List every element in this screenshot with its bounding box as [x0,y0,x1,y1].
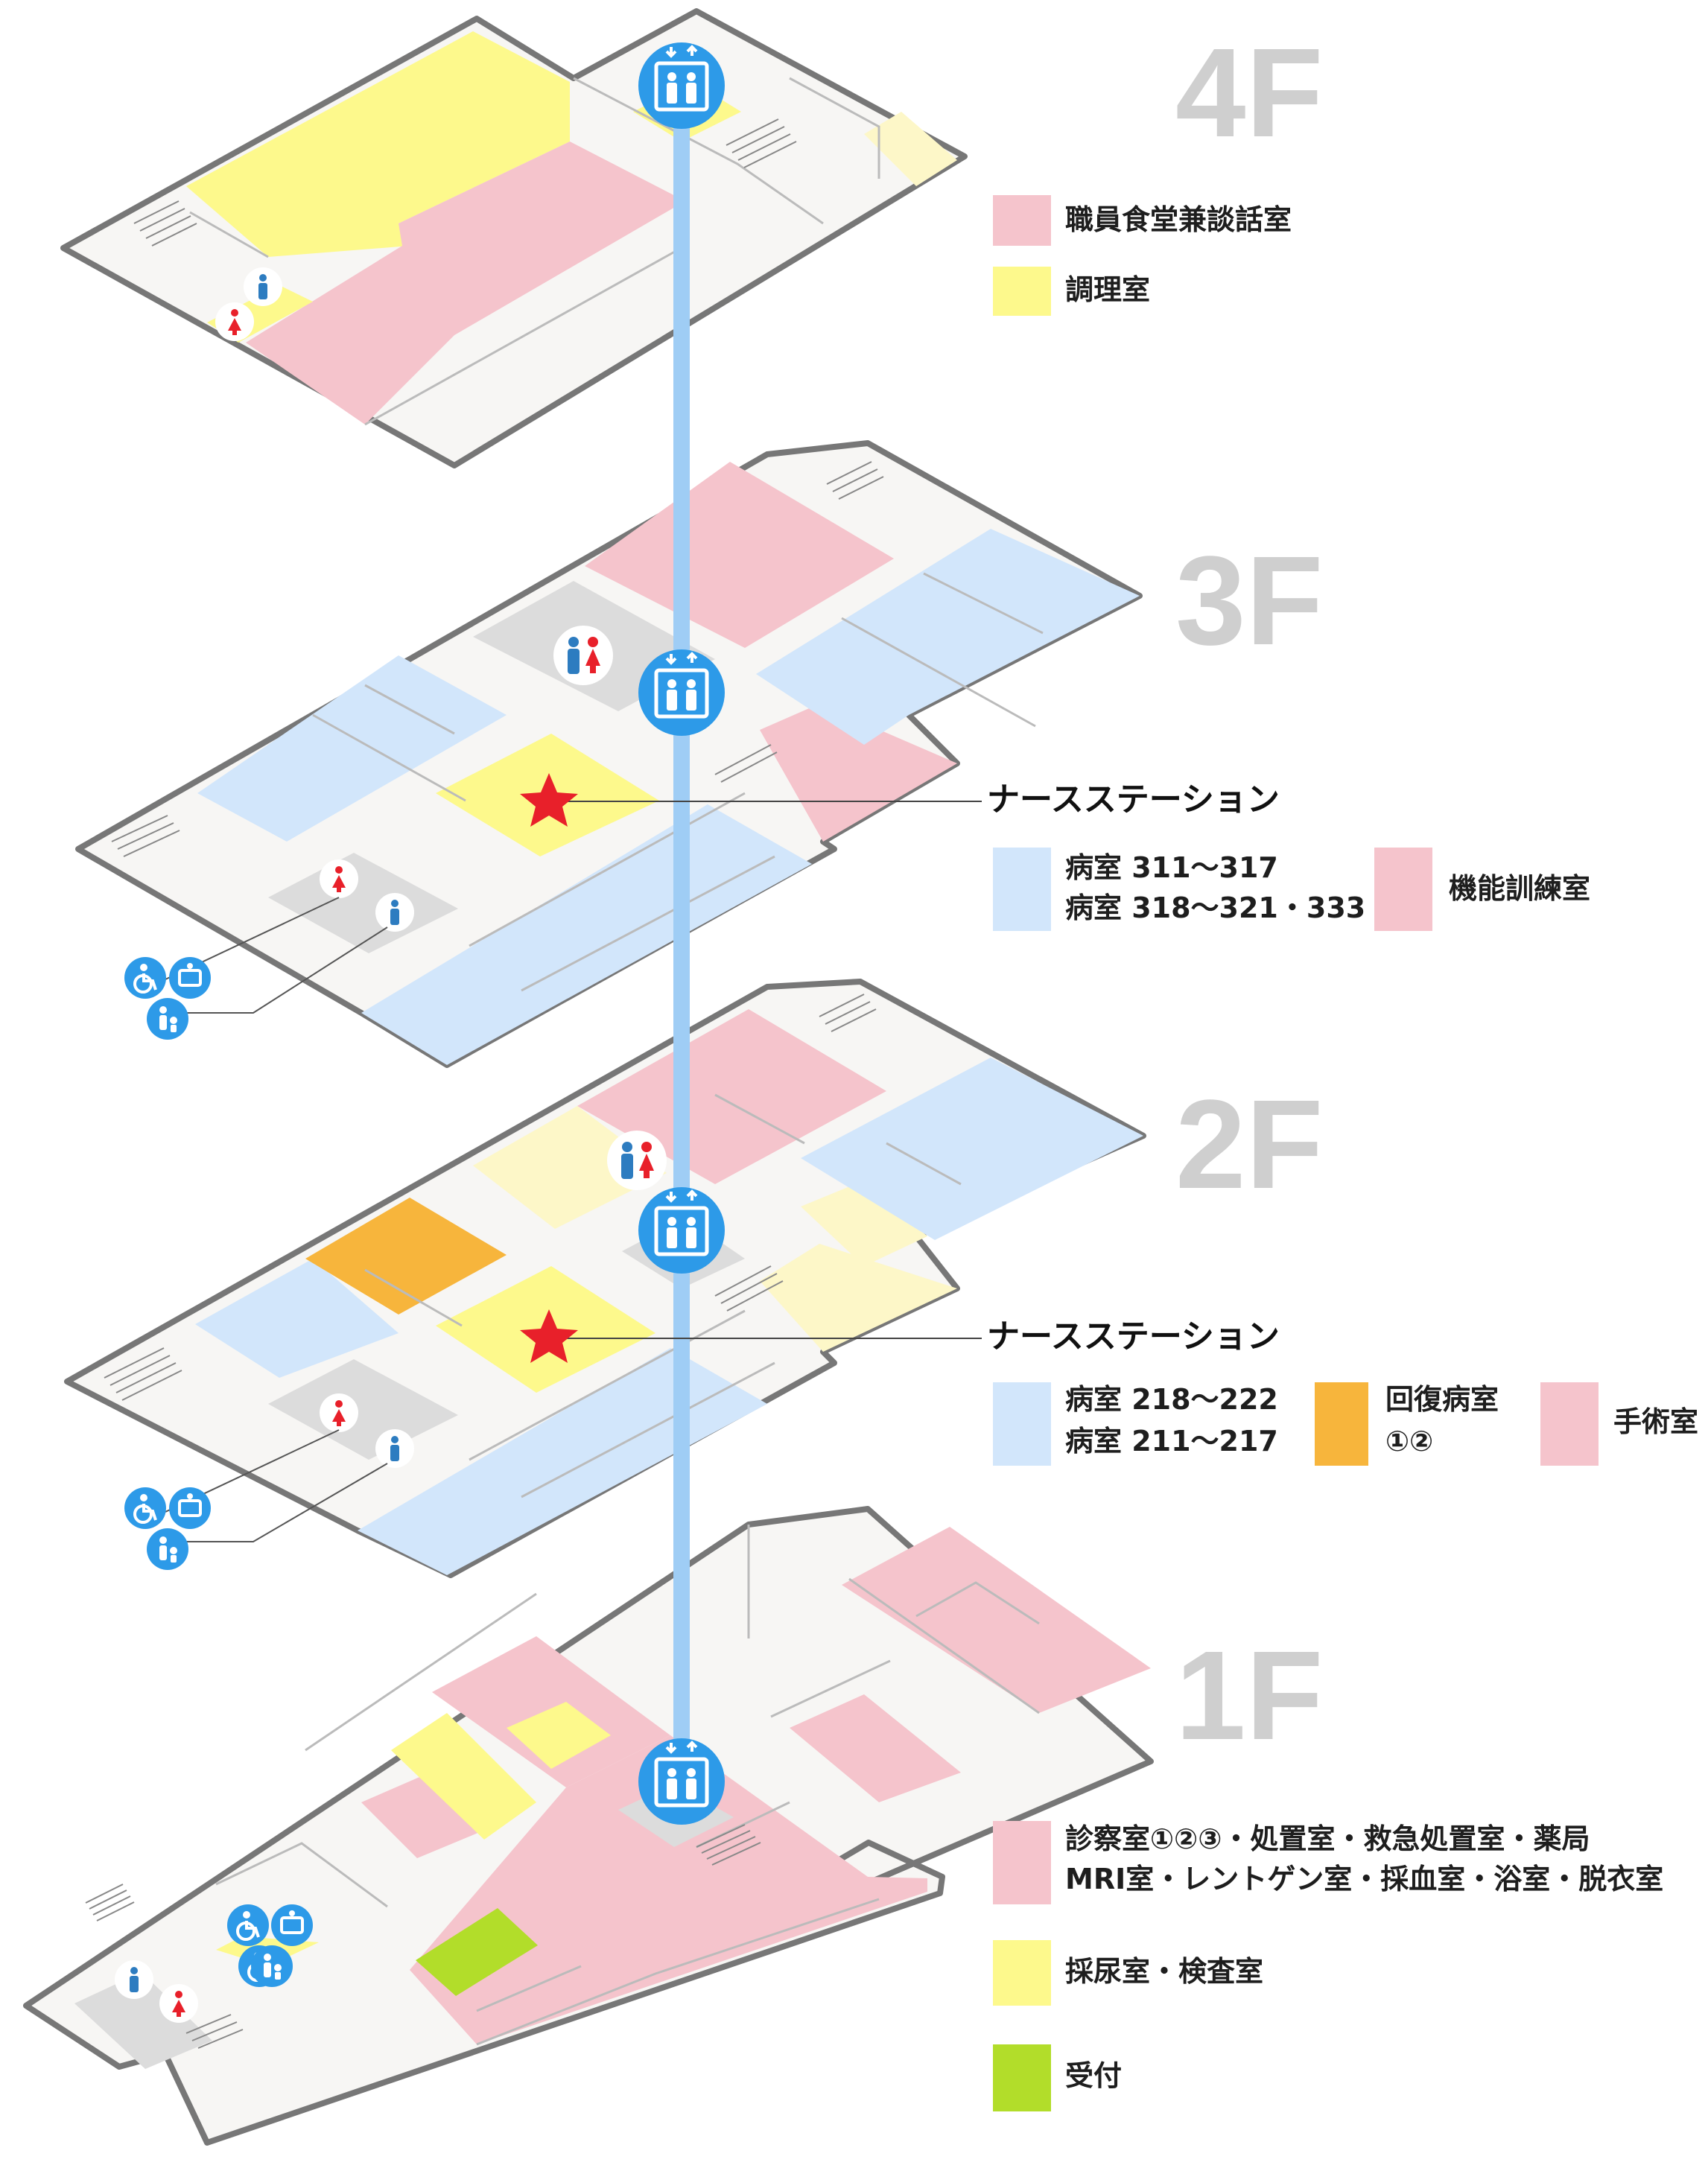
3f-blue-ward [361,804,812,1065]
floor-label-1f: 1F [1175,1625,1324,1767]
1f-grey-toilet [74,1972,212,2069]
floor-4f-plan [60,8,968,468]
legend-recovery-a: 回復病室 [1385,1383,1499,1416]
2f-blue-ward [801,1058,1143,1240]
legend-recovery-b: ①② [1385,1425,1434,1458]
legend-ward-3f-b: 病室 318〜321・333 [1065,891,1366,924]
3f-blue-ward [197,655,507,842]
female-icon [320,859,358,898]
legend-staff-dining: 職員食堂兼談話室 [1065,203,1292,236]
floor-1f-plan [23,1506,1154,2146]
legend-swatch-ward-2f [993,1382,1051,1466]
wheelchair-icon [123,1486,168,1530]
male-icon [375,1429,414,1468]
1f-pink-room [410,1735,927,2044]
legend-surgery: 手術室 [1613,1405,1699,1438]
legend-swatch-staff-dining [993,195,1051,246]
multipurpose-toilet-icon [270,1903,314,1948]
baby-care-icon [251,1945,293,1987]
floor-3f-plan [75,440,1143,1068]
4f-yellow-kitchen [186,31,570,257]
elevator-icon [638,1187,725,1274]
legend-lab: 採尿室・検査室 [1065,1955,1264,1988]
1f-green-reception [416,1908,538,1996]
legend-rehab: 機能訓練室 [1449,872,1591,905]
baby-care-icon [147,1528,188,1570]
female-icon [320,1393,358,1432]
2f-blue-ward [195,1259,399,1378]
3f-blue-ward [756,529,1140,745]
1f-yellow-room [391,1713,536,1840]
male-icon [115,1960,153,1999]
male-icon [375,893,414,932]
legend-swatch-surgery [1540,1382,1599,1466]
legend-exam-b: MRI室・レントゲン室・採血室・浴室・脱衣室 [1065,1863,1664,1895]
legend-swatch-rehab [1374,848,1432,931]
legend-reception: 受付 [1065,2059,1123,2092]
3f-grey-toilet [268,853,458,953]
elevator-shaft [673,104,690,1776]
multipurpose-toilet-icon [168,956,212,1000]
wheelchair-icon [226,1903,270,1948]
baby-care-icon [147,998,188,1040]
floor-label-3f: 3F [1175,530,1324,672]
legend-exam-a: 診察室①②③・処置室・救急処置室・薬局 [1065,1822,1590,1855]
floor-2f-plan [64,979,1146,1578]
legend-ward-2f-a: 病室 218〜222 [1065,1383,1278,1416]
legend-ward-2f-b: 病室 211〜217 [1065,1425,1278,1458]
star-icon [520,773,578,827]
2f-lightyellow [801,1180,927,1266]
female-icon [159,1984,198,2023]
legend-kitchen: 調理室 [1065,273,1151,306]
wheelchair-icon [123,956,168,1000]
restroom-icon [553,626,613,685]
legend-swatch-reception [993,2044,1051,2111]
star-icon [520,1309,578,1363]
floor-label-2f: 2F [1175,1074,1324,1215]
1f-yellow-room [507,1702,611,1769]
legend-swatch-ward-3f [993,848,1051,931]
2f-lightyellow [473,1106,667,1229]
legend-swatch-kitchen [993,267,1051,316]
3f-pink-rehab [585,462,894,648]
3f-pink-rehab [760,704,957,842]
restroom-icon [607,1131,667,1190]
male-icon [244,267,282,306]
legend-swatch-lab [993,1940,1051,2006]
elevator-icon [638,1738,725,1825]
4f-lightyellow [864,112,957,186]
2f-lightyellow [760,1244,957,1352]
elevator-icon [638,42,725,129]
2f-blue-ward [358,1348,767,1575]
2f-grey-toilet [268,1359,458,1460]
1f-pink-room [842,1527,1151,1713]
legend-ward-3f-a: 病室 311〜317 [1065,851,1278,884]
multipurpose-toilet-icon [168,1486,212,1530]
legend-swatch-recovery [1315,1382,1368,1466]
elevator-icon [638,649,725,736]
floor-label-4f: 4F [1175,22,1324,164]
2f-orange-recovery [305,1198,507,1315]
4f-pink-dining [246,142,685,425]
female-icon [215,302,254,341]
legend-swatch-exam [993,1821,1051,1904]
1f-pink-room [790,1694,961,1802]
nurse-station-label-3f: ナースステーション [987,781,1280,819]
nurse-station-label-2f: ナースステーション [987,1317,1280,1355]
